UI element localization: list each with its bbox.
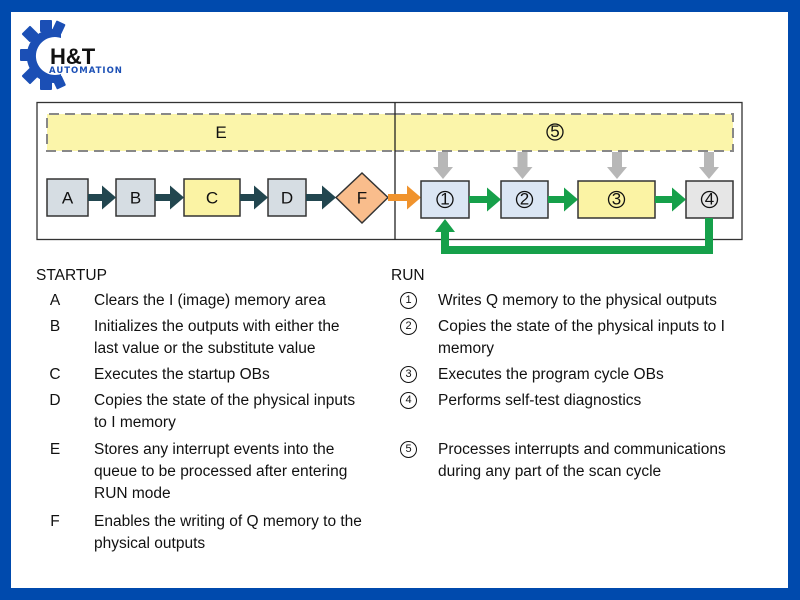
run-interrupt-band (395, 114, 733, 151)
band-label-5: 5 (546, 122, 564, 141)
legend-key: D (49, 392, 61, 409)
legend-description: Executes the program cycle OBs (438, 364, 664, 386)
run-step-label: 1 (440, 190, 449, 209)
run-step-circle (700, 190, 719, 209)
run-step-circle (436, 190, 454, 209)
legend-line: RUN mode (94, 485, 171, 502)
startup-arrow (88, 185, 116, 210)
startup-arrow (240, 185, 268, 210)
legend-description: Processes interrupts and communications d… (438, 439, 726, 483)
legend-line: Enables the writing of Q memory to the (94, 513, 362, 530)
run-title: RUN (391, 267, 425, 284)
legend-line: Processes interrupts and communications (438, 441, 726, 458)
legend-key: C (49, 366, 61, 383)
legend-line: Stores any interrupt events into the (94, 441, 335, 458)
legend-line: memory (438, 340, 494, 357)
run-step-label: 2 (520, 190, 529, 209)
startup-step-label: C (206, 189, 218, 208)
legend-description: Performs self-test diagnostics (438, 390, 641, 412)
interrupt-arrow (433, 152, 453, 179)
legend-description: Enables the writing of Q memory to the ph… (94, 511, 362, 555)
brand-subtitle: AUTOMATION (49, 66, 123, 76)
startup-interrupt-band (47, 114, 395, 151)
interrupt-arrow (607, 152, 627, 179)
startup-title: STARTUP (36, 267, 107, 284)
legend-key: A (49, 292, 61, 309)
gear-icon (20, 20, 66, 90)
run-step-1 (420, 180, 470, 219)
legend-line: Executes the program cycle OBs (438, 366, 664, 383)
svg-text:5: 5 (550, 122, 559, 141)
legend-description: Initializes the outputs with either the l… (94, 316, 340, 360)
legend-key: 4 (400, 392, 417, 409)
brand-name: H&T (50, 44, 96, 69)
startup-step-label: D (281, 189, 293, 208)
legend-line: Clears the I (image) memory area (94, 292, 326, 309)
run-arrow (655, 187, 686, 212)
run-arrow (469, 187, 501, 212)
scan-cycle-diagram: E 5 A B C D F 1 2 3 4 (36, 101, 743, 254)
startup-arrow (155, 185, 184, 210)
run-step-2 (500, 180, 549, 219)
legend-description: Copies the state of the physical inputs t… (94, 390, 355, 434)
run-arrow (548, 187, 578, 212)
startup-step-f (334, 171, 390, 225)
legend-line: Performs self-test diagnostics (438, 392, 642, 409)
brand-logo: H&T AUTOMATION (17, 16, 127, 94)
legend-line: Copies the state of the physical inputs (94, 392, 356, 409)
startup-to-run-arrow (388, 185, 421, 210)
run-step-label: 3 (612, 190, 621, 209)
legend-description: Writes Q memory to the physical outputs (438, 290, 717, 312)
legend-description: Clears the I (image) memory area (94, 290, 326, 312)
band-dashed-border (46, 113, 734, 152)
startup-step-b (115, 178, 156, 217)
legend-key: F (50, 513, 60, 530)
legend-line: Initializes the outputs with either the (94, 318, 340, 335)
legend-line: queue to be processed after entering (94, 463, 348, 480)
legend-line: last value or the substitute value (94, 340, 316, 357)
legend-line: Writes Q memory to the physical outputs (438, 292, 717, 309)
legend-key: 3 (400, 366, 417, 383)
legend-description: Stores any interrupt events into the queu… (94, 439, 347, 505)
cycle-return-arrowhead (435, 219, 455, 232)
interrupt-arrow (512, 152, 533, 179)
legend-key: B (49, 318, 61, 335)
legend-key: 1 (400, 292, 417, 309)
legend-key: E (49, 441, 61, 458)
run-step-circle (515, 190, 534, 209)
legend-description: Copies the state of the physical inputs … (438, 316, 725, 360)
startup-step-label: F (357, 189, 367, 208)
cycle-return-arrow (441, 218, 713, 254)
interrupt-arrow (699, 152, 719, 179)
band-label-e: E (215, 123, 226, 142)
startup-step-label: A (62, 189, 74, 208)
startup-step-label: B (130, 189, 141, 208)
legend-line: Copies the state of the physical inputs … (438, 318, 725, 335)
legend-key: 5 (400, 441, 417, 458)
run-step-label: 4 (705, 190, 714, 209)
legend-line: Executes the startup OBs (94, 366, 270, 383)
legend-key: 2 (400, 318, 417, 335)
legend-line: during any part of the scan cycle (438, 463, 662, 480)
legend-line: to I memory (94, 414, 176, 431)
legend-description: Executes the startup OBs (94, 364, 270, 386)
run-step-circle (607, 190, 626, 209)
legend-line: physical outputs (94, 535, 206, 552)
startup-arrow (306, 185, 336, 210)
